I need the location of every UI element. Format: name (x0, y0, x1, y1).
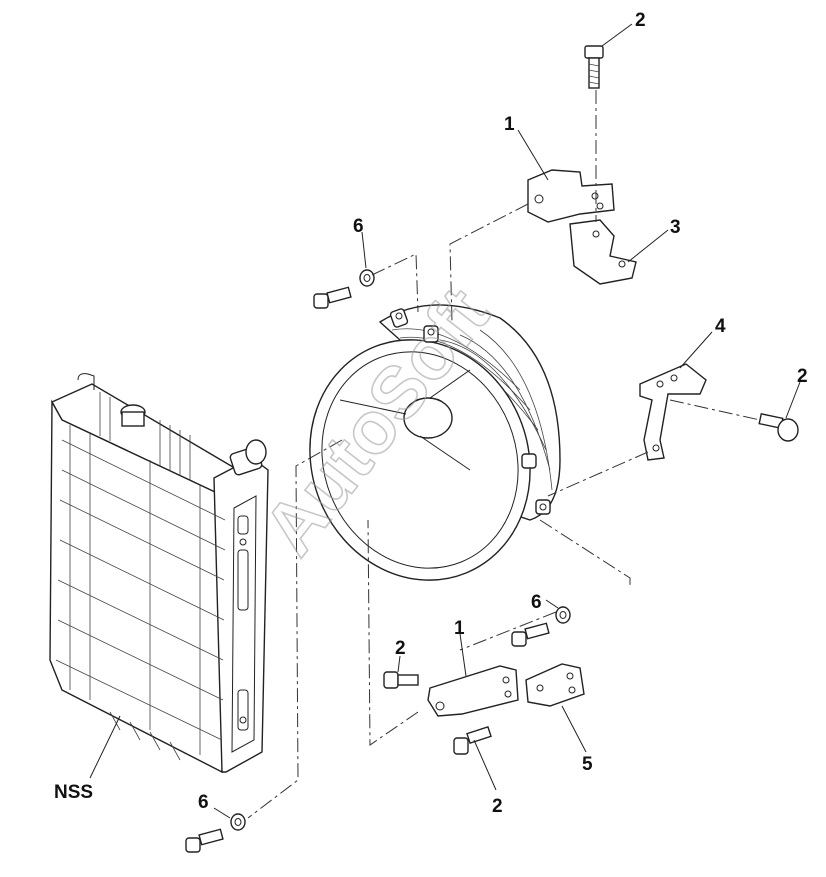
callout-bracket-top-small: 3 (670, 217, 681, 238)
callout-bolt-top: 2 (635, 10, 646, 31)
washer-bolt-bottom (185, 813, 246, 853)
bolt-bottom-left (383, 671, 419, 689)
assembly-lines (247, 90, 761, 819)
callout-bracket-bottom: 1 (454, 618, 465, 639)
leader-lines (89, 23, 801, 819)
bolt-right (758, 412, 799, 442)
callout-bolt-bottom-left: 2 (395, 638, 406, 659)
callout-bolt-right: 2 (797, 366, 808, 387)
callout-washer-bottom: 6 (198, 792, 209, 813)
callout-bolt-bottom: 2 (492, 796, 503, 817)
bolt-bottom (453, 725, 492, 755)
fan-shroud (309, 304, 561, 581)
callout-washer-mid: 6 (531, 592, 542, 613)
bracket-top-small (569, 219, 637, 285)
callout-bracket-top: 1 (504, 114, 515, 135)
bracket-bottom (427, 665, 519, 717)
plate-bottom (525, 663, 585, 707)
bracket-top (527, 169, 615, 223)
callout-plate-bottom: 5 (582, 754, 593, 775)
callout-washer-fan: 6 (353, 216, 364, 237)
radiator (49, 373, 269, 774)
washer-bolt-mid (511, 606, 571, 647)
bracket-right (639, 363, 707, 461)
bolt-top (584, 45, 604, 89)
callout-radiator: NSS (54, 782, 93, 803)
callout-bracket-right: 4 (715, 316, 726, 337)
washer-bolt-fan (313, 269, 375, 309)
